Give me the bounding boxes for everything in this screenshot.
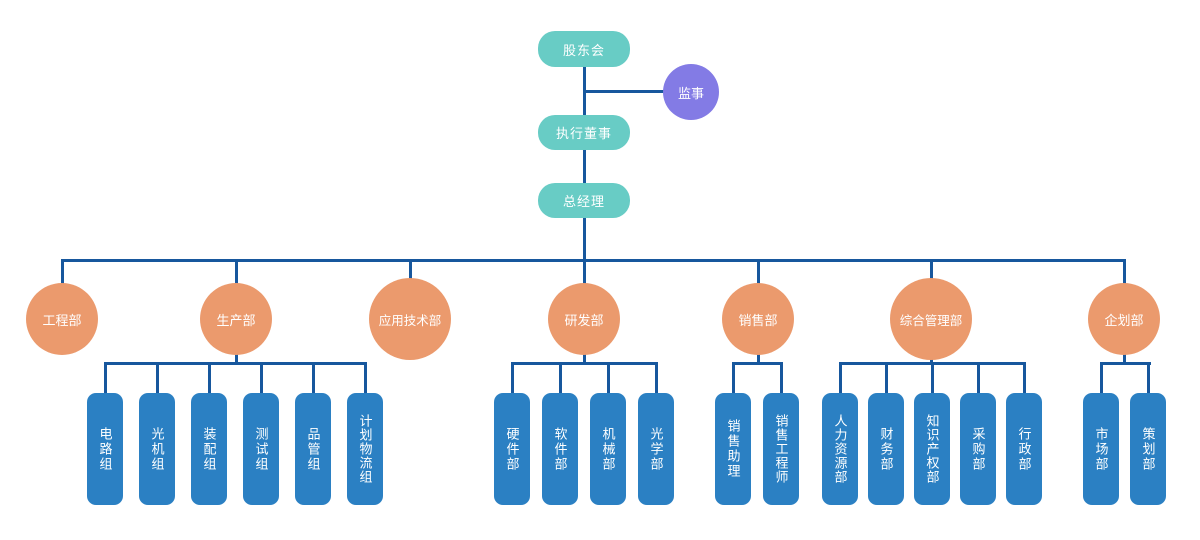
connector — [234, 345, 238, 365]
node-general-manager[interactable]: 总经理 — [538, 183, 630, 218]
connector — [884, 362, 888, 395]
connector — [1146, 362, 1150, 395]
connector — [779, 362, 783, 395]
dept-circle-rnd[interactable]: 研发部 — [548, 283, 620, 355]
team-box-hr[interactable]: 人力资源部 — [822, 393, 858, 505]
connector — [731, 362, 783, 365]
connector — [234, 259, 238, 286]
connector — [558, 362, 562, 395]
connector — [606, 362, 610, 395]
dept-circle-production[interactable]: 生产部 — [200, 283, 272, 355]
connector — [510, 362, 514, 395]
connector — [929, 259, 933, 286]
node-shareholders[interactable]: 股东会 — [538, 31, 630, 67]
team-box-software[interactable]: 软件部 — [542, 393, 578, 505]
connector — [311, 362, 315, 395]
connector — [654, 362, 658, 395]
team-box-optical-mech[interactable]: 光机组 — [139, 393, 175, 505]
team-box-hardware[interactable]: 硬件部 — [494, 393, 530, 505]
connector — [1122, 259, 1126, 286]
connector — [1022, 362, 1026, 395]
connector — [582, 345, 586, 365]
team-box-finance[interactable]: 财务部 — [868, 393, 904, 505]
dept-circle-applied-tech[interactable]: 应用技术部 — [369, 278, 451, 360]
dept-circle-sales[interactable]: 销售部 — [722, 283, 794, 355]
connector — [582, 218, 586, 285]
connector — [930, 362, 934, 395]
team-box-plan-logistics[interactable]: 计划物流组 — [347, 393, 383, 505]
node-supervisor[interactable]: 监事 — [663, 64, 719, 120]
connector — [408, 259, 412, 286]
team-box-ip[interactable]: 知识产权部 — [914, 393, 950, 505]
connector — [1099, 362, 1103, 395]
team-box-admin[interactable]: 行政部 — [1006, 393, 1042, 505]
connector — [363, 362, 367, 395]
dept-circle-engineering[interactable]: 工程部 — [26, 283, 98, 355]
team-box-mechanical[interactable]: 机械部 — [590, 393, 626, 505]
connector — [155, 362, 159, 395]
connector — [207, 362, 211, 395]
connector — [103, 362, 367, 365]
connector — [259, 362, 263, 395]
connector — [584, 90, 666, 93]
connector — [1122, 345, 1126, 365]
team-box-assembly[interactable]: 装配组 — [191, 393, 227, 505]
team-box-testing[interactable]: 测试组 — [243, 393, 279, 505]
connector — [582, 150, 586, 184]
connector — [60, 259, 1126, 262]
connector — [756, 345, 760, 365]
node-executive-director[interactable]: 执行董事 — [538, 115, 630, 150]
team-box-circuit[interactable]: 电路组 — [87, 393, 123, 505]
team-box-procurement[interactable]: 采购部 — [960, 393, 996, 505]
connector — [103, 362, 107, 395]
connector — [60, 259, 64, 286]
team-box-market[interactable]: 市场部 — [1083, 393, 1119, 505]
team-box-quality-control[interactable]: 品管组 — [295, 393, 331, 505]
team-box-sales-assistant[interactable]: 销售助理 — [715, 393, 751, 505]
connector — [756, 259, 760, 286]
connector — [1099, 362, 1151, 365]
dept-circle-planning[interactable]: 企划部 — [1088, 283, 1160, 355]
team-box-planning-team[interactable]: 策划部 — [1130, 393, 1166, 505]
connector — [510, 362, 658, 365]
connector — [731, 362, 735, 395]
connector — [838, 362, 842, 395]
team-box-sales-engineer[interactable]: 销售工程师 — [763, 393, 799, 505]
connector — [976, 362, 980, 395]
dept-circle-general-management[interactable]: 综合管理部 — [890, 278, 972, 360]
team-box-optics[interactable]: 光学部 — [638, 393, 674, 505]
